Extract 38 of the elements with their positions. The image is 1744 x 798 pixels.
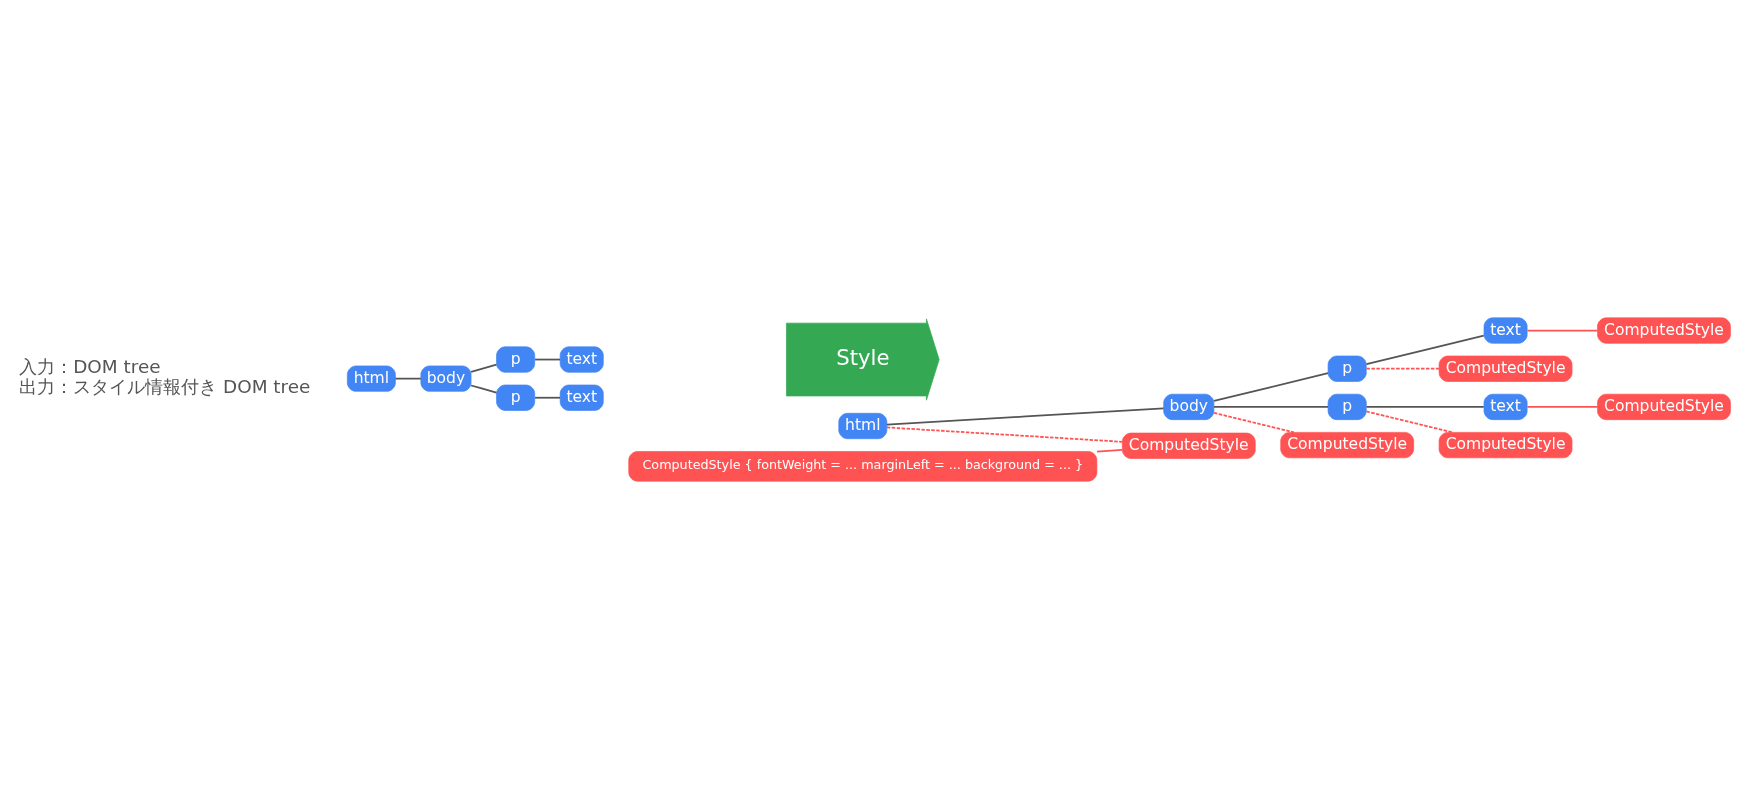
connector	[1365, 405, 1485, 408]
connector	[534, 396, 561, 399]
connector	[1365, 410, 1454, 433]
connector	[885, 406, 1165, 426]
node-box: text	[1483, 393, 1528, 420]
node-box: text	[559, 345, 604, 373]
node-box: ComputedStyle	[1597, 393, 1731, 420]
connector	[534, 358, 561, 360]
connector	[885, 426, 1123, 443]
node-box: ComputedStyle	[1280, 431, 1414, 458]
connector	[1213, 371, 1329, 402]
node-box: html	[838, 412, 888, 439]
connector	[470, 384, 498, 393]
node-box: ComputedStyle { fontWeight = ... marginLeft = ... background = ... }	[628, 450, 1098, 482]
node-box: ComputedStyle	[1438, 355, 1573, 382]
node-box: body	[420, 365, 472, 392]
label: 出力：スタイル情報付き DOM tree	[19, 375, 311, 397]
node-box: ComputedStyle	[1438, 431, 1573, 458]
connector	[1526, 405, 1599, 408]
node-box: text	[559, 384, 604, 411]
node-box: p	[496, 384, 536, 411]
node-box: p	[1327, 393, 1367, 420]
connector	[1096, 448, 1123, 452]
connector	[1365, 367, 1440, 370]
connector	[1213, 411, 1295, 433]
connector	[1365, 334, 1485, 365]
connector	[394, 377, 422, 380]
node-box: p	[496, 345, 536, 373]
node-box: body	[1163, 393, 1215, 420]
node-box: ComputedStyle	[1597, 316, 1731, 344]
node-box: text	[1483, 316, 1528, 344]
node-box: html	[346, 365, 396, 392]
connector	[1213, 405, 1329, 408]
connector	[470, 363, 498, 373]
label: 入力：DOM tree	[19, 355, 161, 377]
node-box: ComputedStyle	[1121, 432, 1256, 459]
connector	[1526, 329, 1599, 331]
node-box: p	[1327, 355, 1367, 382]
